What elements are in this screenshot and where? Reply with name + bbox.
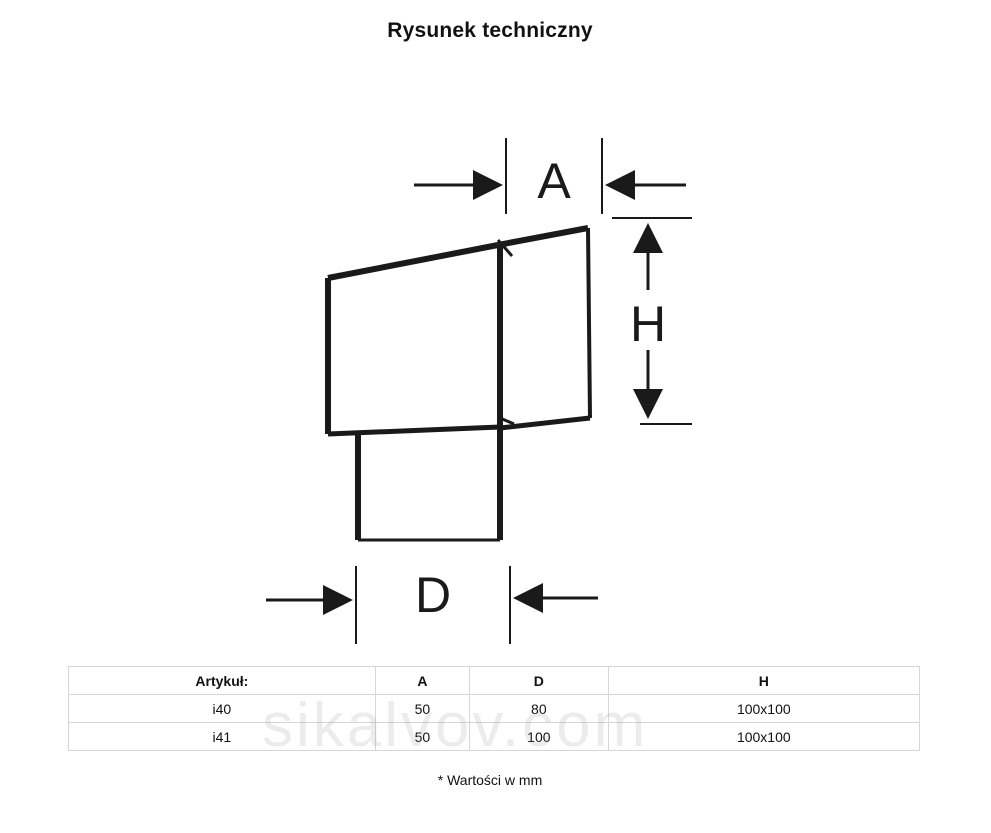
- table-row: i41 50 100 100x100: [68, 722, 921, 751]
- lip-tick-bottom: [499, 416, 515, 426]
- sleeve-bottom-edge: [499, 415, 591, 431]
- technical-drawing: A H D: [266, 138, 692, 644]
- upper-box-top-edge: [327, 242, 499, 281]
- dim-h-label: H: [630, 296, 666, 352]
- cell-h: 100x100: [607, 694, 921, 723]
- lip-tick-top: [496, 239, 514, 257]
- page-title: Rysunek techniczny: [387, 19, 593, 42]
- cell-a: 50: [374, 722, 471, 751]
- dim-a-label: A: [537, 153, 571, 209]
- cell-h: 100x100: [607, 722, 921, 751]
- sleeve-right-edge: [586, 227, 592, 419]
- sleeve-top-edge: [497, 225, 589, 248]
- dim-d-label: D: [415, 567, 451, 623]
- elbow-outline: [325, 225, 592, 542]
- cell-d: 100: [469, 722, 609, 751]
- cell-artykul: i41: [68, 722, 376, 751]
- header-a: A: [374, 666, 471, 695]
- header-d: D: [469, 666, 609, 695]
- dimension-h: [612, 217, 692, 425]
- table-row: i40 50 80 100x100: [68, 694, 921, 723]
- upper-box-bottom-edge: [327, 424, 501, 437]
- dimension-a: [414, 138, 686, 214]
- spec-table: Artykuł: A D H i40 50 80 100x100 i41 50 …: [68, 666, 921, 751]
- table-header-row: Artykuł: A D H: [68, 666, 921, 695]
- header-artykul: Artykuł:: [68, 666, 376, 695]
- cell-a: 50: [374, 694, 471, 723]
- cell-artykul: i40: [68, 694, 376, 723]
- header-h: H: [607, 666, 921, 695]
- dimension-d: [266, 566, 598, 644]
- units-note: * Wartości w mm: [437, 772, 543, 788]
- cell-d: 80: [469, 694, 609, 723]
